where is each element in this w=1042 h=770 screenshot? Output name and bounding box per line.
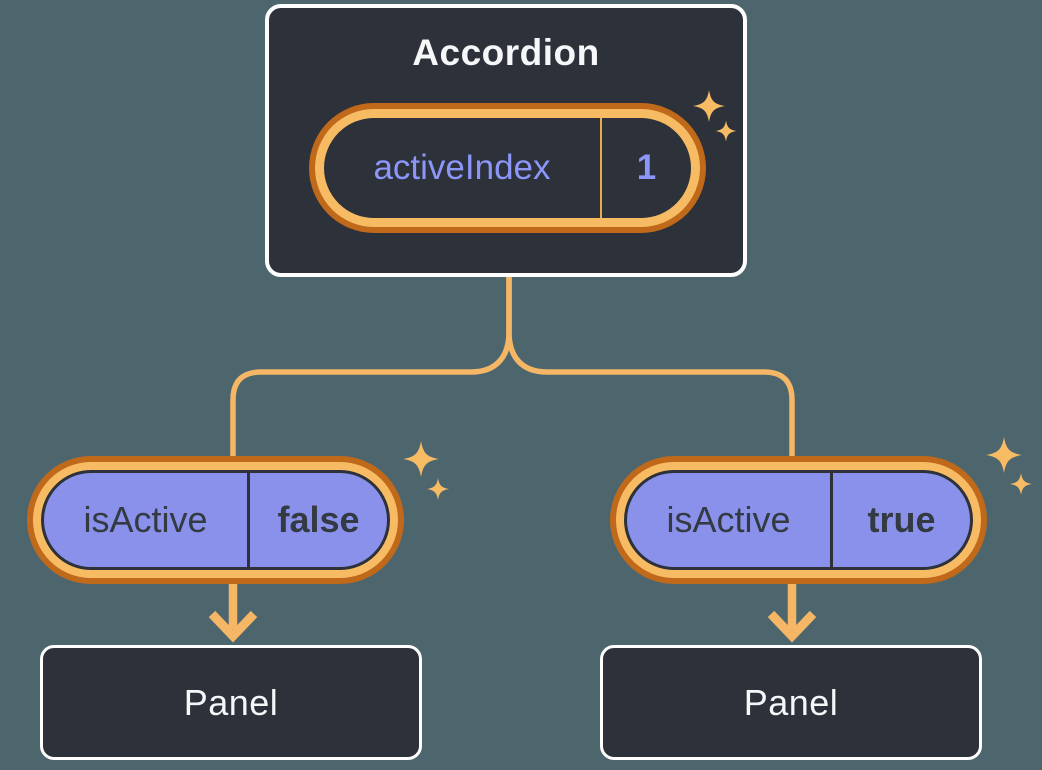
prop-value-label: false — [247, 473, 387, 567]
prop-name-label: isActive — [666, 499, 791, 540]
prop-pill-isactive-left: isActive false — [27, 456, 404, 584]
accordion-title: Accordion — [412, 32, 600, 73]
arrow-left-head — [208, 610, 258, 643]
prop-pill-body: isActive false — [41, 470, 390, 570]
branch-right-line — [506, 275, 795, 457]
prop-pill-ring: isActive true — [616, 462, 981, 578]
state-value-label: 1 — [600, 118, 691, 218]
state-pill-activeindex: activeIndex 1 — [309, 103, 706, 233]
prop-name-label: isActive — [83, 499, 208, 540]
panel-label: Panel — [183, 681, 279, 723]
panel-component-box-right: Panel — [600, 645, 982, 760]
prop-pill-body: isActive true — [624, 470, 973, 570]
panel-component-box-left: Panel — [40, 645, 422, 760]
state-pill-ring: activeIndex 1 — [315, 109, 700, 227]
prop-pill-isactive-right: isActive true — [610, 456, 987, 584]
state-pill-body: activeIndex 1 — [324, 118, 691, 218]
state-name-label: activeIndex — [373, 148, 551, 187]
prop-pill-ring: isActive false — [33, 462, 398, 578]
branch-left-line — [230, 275, 512, 457]
panel-label: Panel — [743, 681, 839, 723]
arrow-right-head — [767, 610, 817, 643]
prop-value-label: true — [830, 473, 970, 567]
